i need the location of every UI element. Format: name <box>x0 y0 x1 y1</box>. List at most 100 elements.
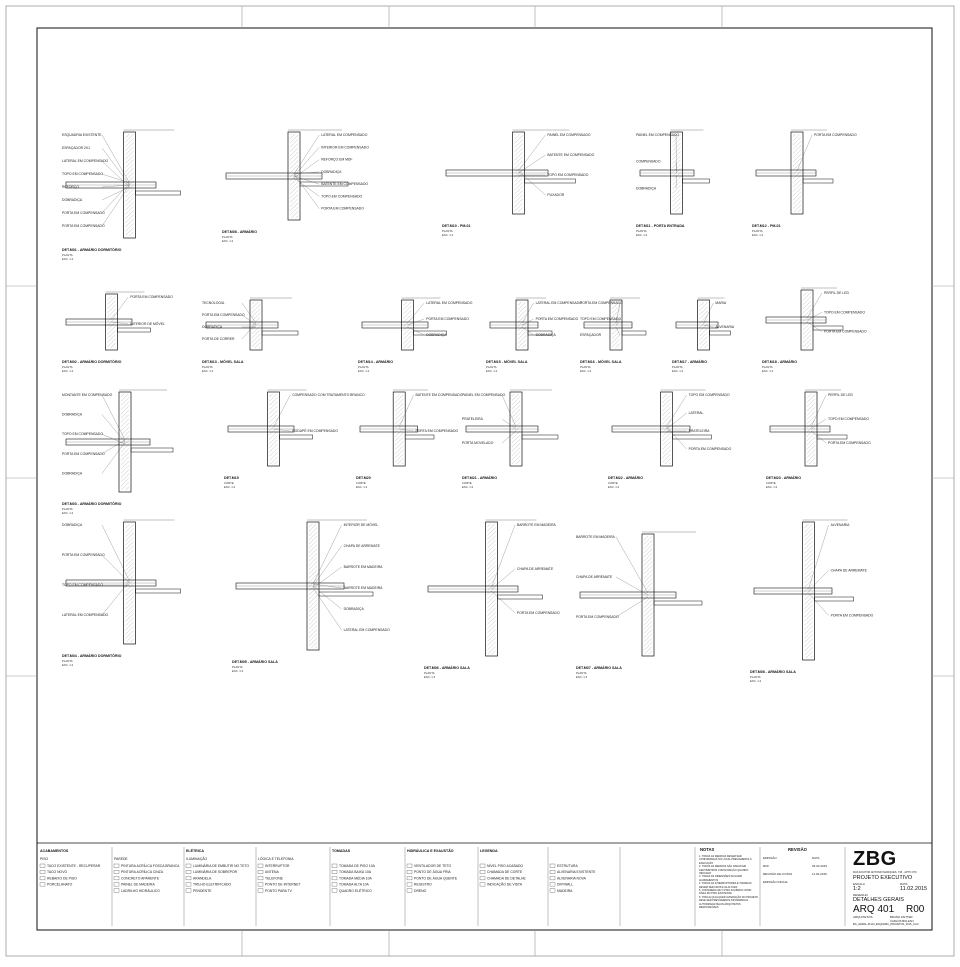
legend-swatch <box>257 863 264 868</box>
callout-label: PORTA EM COMPENSADO <box>831 614 874 618</box>
detail-scale: ESC. 1:2 <box>486 369 498 373</box>
callout-label: PORTA MOVELADO <box>462 441 494 445</box>
note-item: 4. TODAS AS INTERRUPTORES E TOMADAS DEVE… <box>699 882 752 889</box>
legend-swatch <box>406 870 413 874</box>
legend-swatch <box>331 863 338 868</box>
detail-view-type: PLANTA <box>762 365 773 369</box>
callout-label: RODAPÉ EM COMPENSADO <box>292 428 338 433</box>
revision-code: R00 <box>906 904 925 915</box>
detail-scale: ESC. 1:2 <box>356 485 368 489</box>
callout-label: PORTA EM COMPENSADO <box>62 211 105 215</box>
notes-list: 1. TODAS AS MEDIDAS DEVEM SER CONFIRMADA… <box>699 855 759 910</box>
note-item: 5. CONSIDERA-SE O PISO ACABADO COMO NÍVE… <box>699 889 752 896</box>
architects-label: ARQUITETOS <box>853 915 873 919</box>
legend-swatch <box>185 870 192 874</box>
legend-item: ARANDELA <box>193 876 212 880</box>
detail-scale: ESC. 1:2 <box>358 369 370 373</box>
rev-row-2-a: REVISÃO DE COTAS <box>763 872 793 876</box>
callout-label: LATERAL EM COMPENSADO <box>344 628 391 632</box>
legend-item: LUMINÁRIA DE SOBREPOR <box>193 870 238 874</box>
detail-title: DET.M02 - ARMÁRIO DORMITÓRIO <box>62 359 122 364</box>
legend-item: TACO EXISTENTE - RECUPERAR <box>47 864 101 868</box>
legend-item: DRENO <box>414 889 427 893</box>
detail-view-type: CORTE <box>462 481 472 485</box>
detail-title: DET.M06 - ARMÁRIO SALA <box>424 665 470 670</box>
legend-swatch <box>479 870 486 874</box>
note-item: 3. TODAS AS DIMENSÕES INCLUEM ACABAMENTO… <box>699 875 742 882</box>
file-footer: BG_GERAL.PLAN_ESQUEMA_PROJETOS_2015_CLIC <box>853 923 919 926</box>
scale-label: ESCALA <box>853 882 865 886</box>
legend-swatch <box>39 870 46 874</box>
callout-label: PORTA EM COMPENSADO <box>536 317 579 321</box>
legend-swatch <box>113 882 120 887</box>
legend-title: ELÉTRICA <box>186 848 204 853</box>
callout-label: PORTA EM COMPENSADO <box>576 615 619 619</box>
callout-label: PORTA EM COMPENSADO <box>62 553 105 557</box>
callout-label: PORTA EM COMPENSADO <box>426 317 469 321</box>
revisions-header: REVISÃO <box>788 847 807 852</box>
legend-item: TOMADA BAIXA 10A <box>339 870 372 874</box>
detail-title: DET.M18 - ARMÁRIO <box>762 359 797 364</box>
callout-label: TOPO EM COMPENSADO <box>62 583 103 587</box>
callout-label: ESPAÇADOR <box>580 333 602 337</box>
legend-item: MADEIRA <box>557 889 573 893</box>
detail-title: DET.M16 - MÓVEL SALA <box>580 359 622 364</box>
detail-title: DET.M04 - ARMÁRIO DORMITÓRIO <box>62 653 122 658</box>
legend-item: PAINEL DE MADEIRA <box>121 883 155 887</box>
detail-view-type: CORTE <box>608 481 618 485</box>
callout-label: TOPO EM COMPENSADO <box>828 417 869 421</box>
callout-label: INTERIOR DE MÓVEL <box>130 321 165 326</box>
legend-swatch <box>257 882 264 887</box>
legend-item: CHAMADA DE DETALHE <box>487 876 526 880</box>
legend-item: PONTO PARA TV <box>265 889 293 893</box>
detail-view-type: CORTE <box>356 481 366 485</box>
detail-d04: PAINEL EM COMPENSADOCOMPENSADODOBRADIÇAD… <box>636 129 710 237</box>
legend-title: ACABAMENTOS <box>40 849 69 853</box>
callout-label: PRATELEIRA <box>689 429 711 433</box>
detail-view-type: PLANTA <box>222 235 233 239</box>
legend-section: LÓGICA E TELEFONIAINTERRUPTORANTENATELEF… <box>257 856 301 893</box>
project-phase: PROJETO EXECUTIVO <box>853 875 913 881</box>
callout-label: PORTA EM COMPENSADO <box>824 330 867 334</box>
detail-title: DET.M08 - ARMÁRIO SALA <box>750 669 796 674</box>
callout-label: BATENTE EM COMPENSADO <box>321 182 368 186</box>
scale-value: 1:2 <box>853 886 861 892</box>
detail-title: DET.M11 - PORTA ENTRADA <box>636 224 685 228</box>
callout-label: LATERAL <box>689 411 704 415</box>
legend-item: ESTRUTURA <box>557 864 578 868</box>
callout-label: PORTA EM COMPENSADO <box>689 447 732 451</box>
legend-item: INDICAÇÃO DE VISTA <box>487 882 523 887</box>
legend-item: PONTO DE ÁGUA QUENTE <box>414 876 458 880</box>
legend-swatch <box>257 888 264 893</box>
rev-row-1-a: R00 <box>763 864 769 868</box>
detail-title: DET.M17 - ARMÁRIO <box>672 359 707 364</box>
legend-subtitle: ILUMINAÇÃO <box>186 856 207 861</box>
detail-scale: ESC. 1:2 <box>636 233 648 237</box>
legend-swatch <box>185 882 192 887</box>
legend-item: TACO NOVO <box>47 870 67 874</box>
legend-swatch <box>331 870 338 874</box>
callout-label: BARROTE EM MADEIRA <box>344 586 384 590</box>
detail-title: DET.M08 - ARMÁRIO <box>222 229 257 234</box>
outer-frame <box>5 5 955 957</box>
callout-label: BARROTE EM MADEIRA <box>517 523 557 527</box>
legend-swatch <box>479 876 486 881</box>
callout-label: CHAPA DE ARREMATE <box>831 568 868 572</box>
legend-swatch <box>549 876 556 881</box>
legend-swatch <box>331 888 338 893</box>
legend-swatch <box>113 863 120 868</box>
callout-label: REFORÇO EM MDF <box>321 158 352 162</box>
legend-item: LUMINÁRIA DE EMBUTIR NO TETO <box>193 864 249 868</box>
legend-item: TOMADA MÉDIA 10A <box>339 875 372 880</box>
detail-scale: ESC. 1:2 <box>62 663 74 667</box>
grid-ticks <box>6 6 954 956</box>
detail-title: DET.M15 - MÓVEL SALA <box>486 359 528 364</box>
drawing-label: DESENHO <box>853 893 868 897</box>
